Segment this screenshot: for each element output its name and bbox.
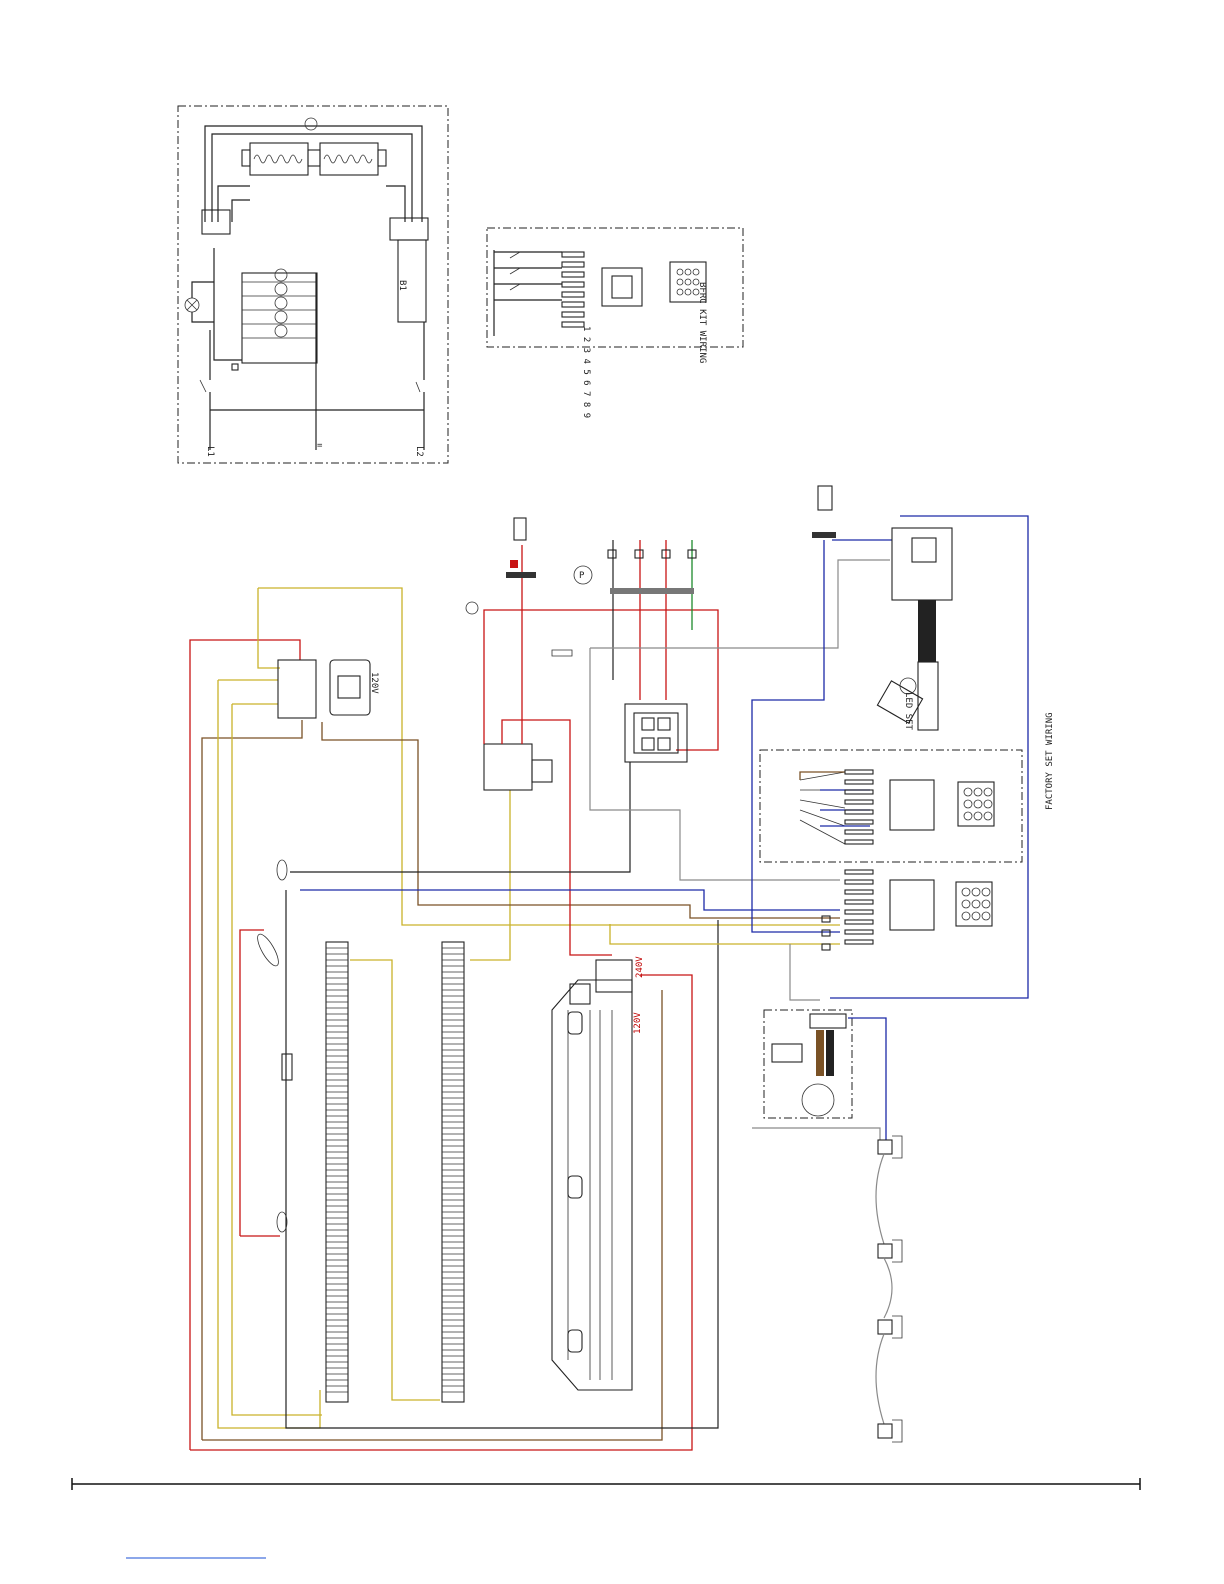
factory-set-border: [760, 750, 1022, 862]
terminal-posts: [608, 540, 696, 700]
rocker-switch-block: [278, 660, 316, 718]
led-string: [876, 1136, 902, 1442]
label-ground: =: [317, 441, 323, 451]
svg-text:P: P: [579, 571, 585, 581]
svg-text:120V: 120V: [369, 672, 379, 694]
led-set-label: LED SET: [903, 692, 913, 731]
wall-switch: [330, 660, 370, 715]
label-l2: L2: [414, 446, 424, 457]
factory-set-title: FACTORY SET WIRING: [1045, 712, 1055, 810]
heater-fins-right: [442, 942, 464, 1402]
top-plug-right: [818, 486, 832, 510]
svg-text:1 2 3 4 5 6 7 8 9: 1 2 3 4 5 6 7 8 9: [581, 326, 591, 418]
schematic-diagram: B1 L1 = L2: [178, 106, 448, 463]
label-120v: 120V: [633, 1012, 643, 1034]
top-plug-left: [514, 518, 526, 540]
bfrc-kit-title: BFRC KIT WIRING: [697, 282, 707, 363]
motor-symbol: [305, 118, 317, 130]
inline-fuse: [282, 1054, 292, 1080]
relay-module: [484, 744, 532, 790]
bfrc-kit-wiring: 1 2 3 4 5 6 7 8 9 BFRC KIT WIRING: [487, 228, 743, 418]
wire-clamp-left: [506, 572, 536, 578]
bfrc-plug: [602, 268, 642, 306]
blower-motor: [552, 960, 632, 1390]
switch-left: [202, 210, 230, 234]
transformer-border: [764, 1010, 852, 1118]
wire-clamp-center: [610, 588, 694, 594]
factory-plug: [890, 780, 934, 830]
svg-text:B1: B1: [397, 280, 407, 291]
heater-element-right: [320, 143, 378, 175]
label-l1: L1: [205, 446, 215, 457]
selector-switch: [242, 273, 317, 363]
footer-rule: [72, 1478, 1140, 1490]
main-plug: [890, 880, 934, 930]
led-controller: [892, 528, 952, 600]
led-set-module: [918, 662, 938, 730]
heater-fins-left: [326, 942, 348, 1402]
heater-element-left: [250, 143, 308, 175]
main-wiring: 120V P: [190, 486, 1055, 1450]
label-240v: 240V: [635, 956, 645, 978]
